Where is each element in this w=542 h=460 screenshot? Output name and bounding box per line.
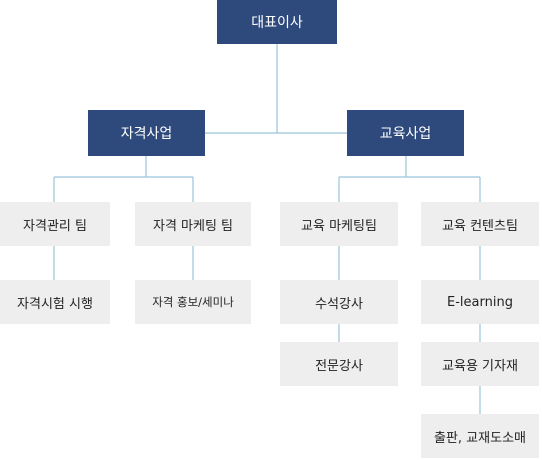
- task-instructor-box: 수석강사: [280, 280, 398, 324]
- team-edu-marketing-label: 교육 마케팅팀: [301, 218, 377, 234]
- task-elearning-box: E-learning: [421, 280, 539, 324]
- task-specialist-box: 전문강사: [280, 342, 398, 386]
- task-cert-exam-label: 자격시험 시행: [17, 296, 93, 312]
- ceo-label: 대표이사: [251, 15, 303, 31]
- division-education-box: 교육사업: [347, 110, 464, 156]
- team-edu-contents-label: 교육 컨텐츠팀: [442, 218, 518, 234]
- task-publishing-label: 출판, 교재도소매: [434, 430, 526, 446]
- team-edu-marketing-box: 교육 마케팅팀: [280, 202, 398, 246]
- task-specialist-label: 전문강사: [315, 358, 363, 374]
- team-edu-contents-box: 교육 컨텐츠팀: [421, 202, 539, 246]
- task-equipment-box: 교육용 기자재: [421, 342, 539, 386]
- task-cert-promo-label: 자격 홍보/세미나: [152, 295, 234, 309]
- task-elearning-label: E-learning: [447, 294, 513, 310]
- team-cert-marketing-label: 자격 마케팅 팀: [152, 218, 234, 234]
- team-cert-mgmt-box: 자격관리 팀: [0, 202, 110, 246]
- task-instructor-label: 수석강사: [315, 296, 363, 312]
- team-cert-mgmt-label: 자격관리 팀: [23, 218, 87, 234]
- division-education-label: 교육사업: [379, 126, 432, 142]
- division-certification-box: 자격사업: [88, 110, 205, 156]
- division-certification-label: 자격사업: [120, 126, 173, 142]
- ceo-box: 대표이사: [217, 0, 337, 44]
- task-cert-exam-box: 자격시험 시행: [0, 280, 110, 324]
- task-publishing-box: 출판, 교재도소매: [421, 414, 539, 458]
- task-equipment-label: 교육용 기자재: [442, 358, 518, 374]
- team-cert-marketing-box: 자격 마케팅 팀: [135, 202, 251, 246]
- task-cert-promo-box: 자격 홍보/세미나: [135, 280, 251, 324]
